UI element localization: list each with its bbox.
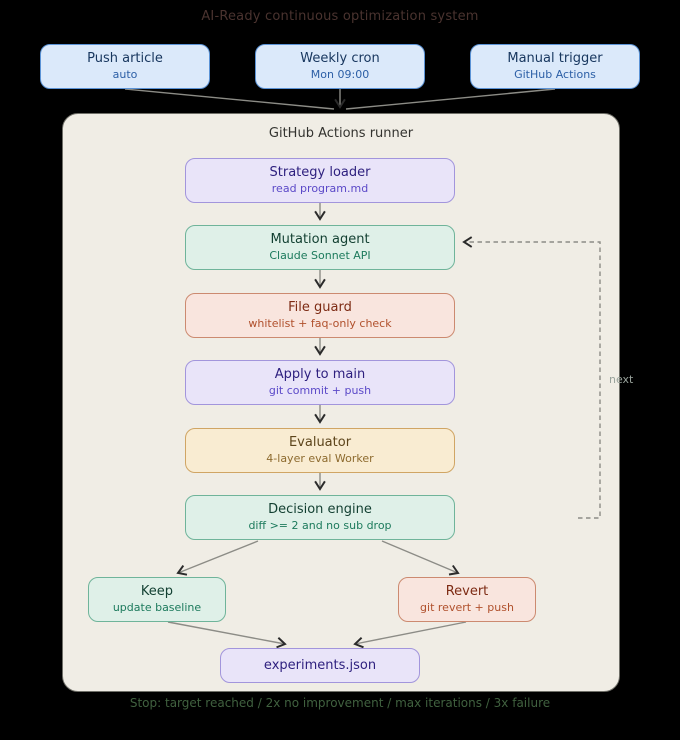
node-weekly-cron-sub: Mon 09:00 [310,67,370,81]
node-file-guard-sub: whitelist + faq-only check [248,316,392,330]
node-manual-trigger: Manual trigger GitHub Actions [470,44,640,89]
node-apply-to-main: Apply to main git commit + push [185,360,455,405]
node-keep-title: Keep [140,584,174,600]
node-apply-to-main-title: Apply to main [274,367,366,383]
node-keep: Keep update baseline [88,577,226,622]
stop-conditions-caption: Stop: target reached / 2x no improvement… [129,696,551,710]
node-push-article-sub: auto [112,67,138,81]
node-experiments-json-title: experiments.json [263,657,377,673]
node-strategy-loader-title: Strategy loader [269,165,371,181]
node-mutation-agent-title: Mutation agent [270,232,370,248]
node-weekly-cron-title: Weekly cron [300,51,380,67]
node-revert-title: Revert [445,584,489,600]
node-decision-engine-sub: diff >= 2 and no sub drop [248,518,392,532]
page-title: AI-Ready continuous optimization system [201,9,479,24]
node-evaluator-title: Evaluator [288,435,352,451]
node-strategy-loader-sub: read program.md [271,181,369,195]
node-manual-trigger-title: Manual trigger [507,51,603,67]
node-revert-sub: git revert + push [420,600,514,614]
node-mutation-agent-sub: Claude Sonnet API [269,248,371,262]
node-experiments-json: experiments.json [220,648,420,683]
node-decision-engine: Decision engine diff >= 2 and no sub dro… [185,495,455,540]
node-push-article-title: Push article [87,51,163,67]
node-push-article: Push article auto [40,44,210,89]
node-mutation-agent: Mutation agent Claude Sonnet API [185,225,455,270]
node-file-guard: File guard whitelist + faq-only check [185,293,455,338]
node-decision-engine-title: Decision engine [268,502,372,518]
node-file-guard-title: File guard [288,300,352,316]
node-apply-to-main-sub: git commit + push [268,383,372,397]
node-evaluator-sub: 4-layer eval Worker [266,451,374,465]
node-strategy-loader: Strategy loader read program.md [185,158,455,203]
node-manual-trigger-sub: GitHub Actions [514,67,596,81]
node-weekly-cron: Weekly cron Mon 09:00 [255,44,425,89]
node-revert: Revert git revert + push [398,577,536,622]
runner-label: GitHub Actions runner [268,126,414,141]
node-keep-sub: update baseline [112,600,202,614]
node-evaluator: Evaluator 4-layer eval Worker [185,428,455,473]
loop-next-label: next [609,373,634,386]
